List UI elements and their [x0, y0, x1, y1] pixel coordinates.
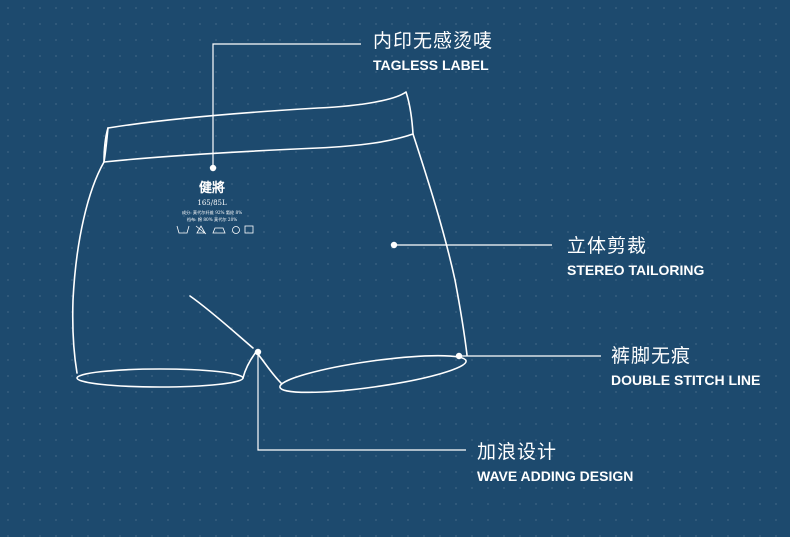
left-inner-leg [242, 351, 257, 379]
printed-label: 健將 165/85L 成分: 莫代尔纤维 92% 氨纶 8% 裆布: 棉 80%… [182, 180, 242, 223]
label-size: 165/85L [197, 199, 227, 207]
callout-double-stitch: 裤脚无痕 DOUBLE STITCH LINE [611, 345, 760, 389]
body-outline [71, 161, 105, 374]
no-bleach-icon [195, 225, 207, 235]
label-brand: 健將 [199, 180, 225, 196]
callout-wave-zh: 加浪设计 [477, 441, 558, 463]
care-icons [176, 225, 254, 235]
waistband-lip [103, 127, 109, 163]
waistband [103, 91, 414, 163]
dot-stereo [390, 241, 398, 249]
no-dryclean-icon [232, 226, 240, 234]
pouch-seam [189, 295, 254, 349]
dot-stitch [455, 352, 463, 360]
dot-wave [254, 348, 262, 356]
callout-tagless-zh: 内印无感烫唛 [373, 30, 494, 52]
iron-icon [212, 227, 226, 234]
leader-wave [257, 352, 466, 451]
dot-tagless [209, 164, 217, 172]
tumble-dry-icon [244, 225, 254, 234]
callout-stereo-zh: 立体剪裁 [567, 235, 648, 257]
label-composition-2: 裆布: 棉 80% 莫代尔 20% [187, 216, 237, 223]
callout-wave-adding: 加浪设计 WAVE ADDING DESIGN [477, 441, 633, 485]
right-leg-opening [279, 354, 467, 394]
callout-stereo-tailoring: 立体剪裁 STEREO TAILORING [567, 235, 704, 279]
callout-stitch-en: DOUBLE STITCH LINE [611, 372, 761, 388]
wash-icon [176, 225, 190, 234]
label-composition-1: 成分: 莫代尔纤维 92% 氨纶 8% [182, 209, 242, 216]
crotch-seam [255, 351, 282, 384]
callout-stitch-zh: 裤脚无痕 [611, 345, 692, 367]
left-leg-opening [76, 368, 244, 388]
callout-wave-en: WAVE ADDING DESIGN [477, 468, 634, 484]
callout-tagless-en: TAGLESS LABEL [373, 57, 489, 73]
body-outline-right [412, 133, 468, 356]
callout-tagless-label: 内印无感烫唛 TAGLESS LABEL [373, 30, 493, 74]
callout-stereo-en: STEREO TAILORING [567, 262, 705, 278]
leader-tagless [212, 43, 361, 168]
